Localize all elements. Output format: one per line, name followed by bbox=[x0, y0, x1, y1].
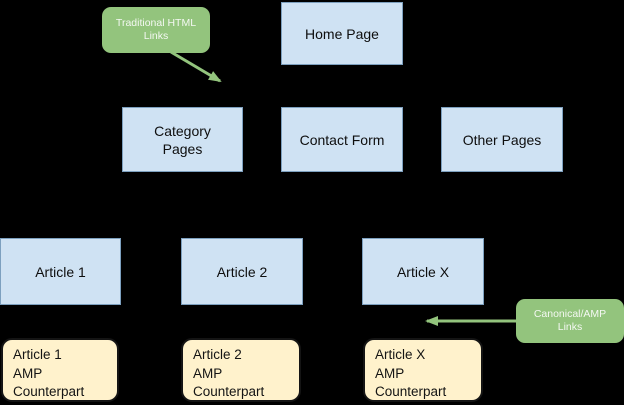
traditional-html-links-callout: Traditional HTML Links bbox=[102, 7, 210, 53]
article-1-node: Article 1 bbox=[0, 238, 121, 305]
traditional-links-arrow bbox=[170, 50, 222, 83]
home-page-node: Home Page bbox=[281, 2, 403, 65]
canonical-amp-links-callout: Canonical/AMP Links bbox=[516, 299, 624, 343]
article-2-amp-counterpart-node: Article 2 AMP Counterpart bbox=[181, 338, 301, 402]
article-1-amp-counterpart-node: Article 1 AMP Counterpart bbox=[1, 338, 119, 402]
category-pages-node: Category Pages bbox=[122, 107, 243, 172]
article-x-amp-counterpart-node: Article X AMP Counterpart bbox=[363, 338, 483, 402]
article-x-node: Article X bbox=[362, 238, 484, 305]
other-pages-node: Other Pages bbox=[441, 107, 563, 172]
article-2-node: Article 2 bbox=[181, 238, 303, 305]
contact-form-node: Contact Form bbox=[281, 107, 403, 172]
